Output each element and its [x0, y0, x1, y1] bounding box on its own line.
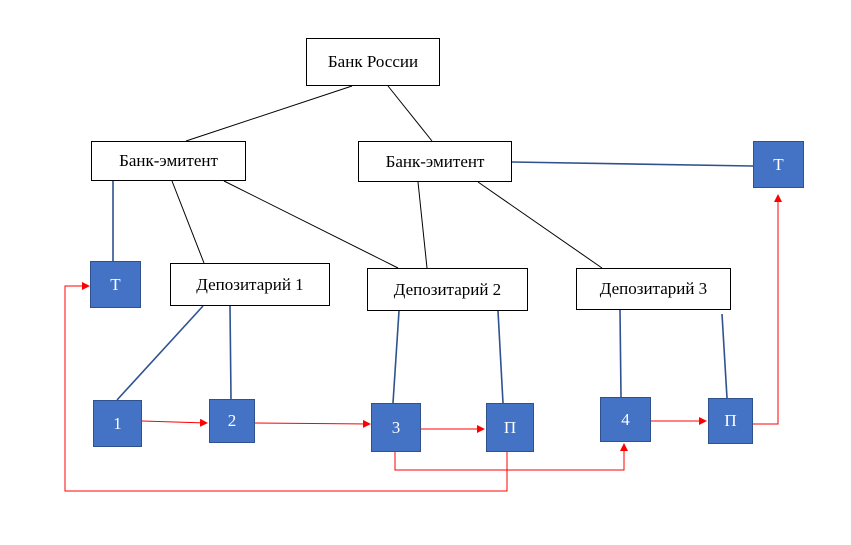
- flow-n3-n4: [394, 443, 628, 471]
- bank-russia-box: Банк России: [306, 38, 440, 86]
- flow-n2-n3: [254, 419, 371, 428]
- link-issuer-left-depository-2: [223, 180, 399, 269]
- t-left-label: Т: [110, 274, 121, 294]
- link-bank-russia-issuer-left: [185, 85, 353, 142]
- link-depository-2-p-mid: [497, 310, 504, 404]
- flow-p-right-t-right: [753, 194, 782, 425]
- node-4-label: 4: [621, 409, 630, 429]
- p-right-label: П: [724, 411, 737, 430]
- depository-2-box: Депозитарий 2: [367, 268, 528, 311]
- flow-n1-n2: [141, 418, 208, 427]
- bank-russia-label: Банк России: [327, 52, 419, 71]
- p-mid-box: П: [486, 403, 534, 452]
- node-4-box: 4: [600, 397, 651, 442]
- node-1-label: 1: [113, 413, 122, 433]
- link-depository-2-n3: [392, 310, 400, 404]
- flow-p-mid-t-left: [64, 282, 508, 492]
- issuer-right-box: Банк-эмитент: [358, 141, 512, 182]
- link-depository-1-n1: [116, 305, 204, 401]
- depository-3-box: Депозитарий 3: [576, 268, 731, 310]
- node-3-box: 3: [371, 403, 421, 452]
- link-issuer-right-t-right: [511, 161, 754, 167]
- node-2-box: 2: [209, 399, 255, 443]
- link-depository-3-p-right: [721, 313, 728, 399]
- t-right-label: Т: [773, 154, 784, 174]
- depository-2-label: Депозитарий 2: [393, 279, 502, 299]
- link-depository-1-n2: [229, 305, 232, 400]
- issuer-right-label: Банк-эмитент: [385, 151, 485, 171]
- link-issuer-right-depository-3: [477, 181, 603, 269]
- issuer-left-box: Банк-эмитент: [91, 141, 246, 181]
- p-right-box: П: [708, 398, 753, 444]
- link-issuer-left-depository-1: [171, 180, 205, 264]
- depository-1-box: Депозитарий 1: [170, 263, 330, 306]
- link-issuer-right-depository-2: [417, 181, 428, 269]
- node-3-label: 3: [391, 417, 401, 437]
- depository-1-label: Депозитарий 1: [196, 274, 304, 294]
- t-left-box: Т: [90, 261, 141, 308]
- issuer-left-label: Банк-эмитент: [119, 151, 218, 170]
- link-bank-russia-issuer-right: [387, 85, 433, 142]
- depository-3-label: Депозитарий 3: [599, 279, 708, 298]
- link-depository-3-n4: [619, 309, 622, 398]
- p-mid-label: П: [503, 417, 517, 437]
- t-right-box: Т: [753, 141, 804, 188]
- node-2-label: 2: [227, 411, 237, 430]
- node-1-box: 1: [93, 400, 142, 447]
